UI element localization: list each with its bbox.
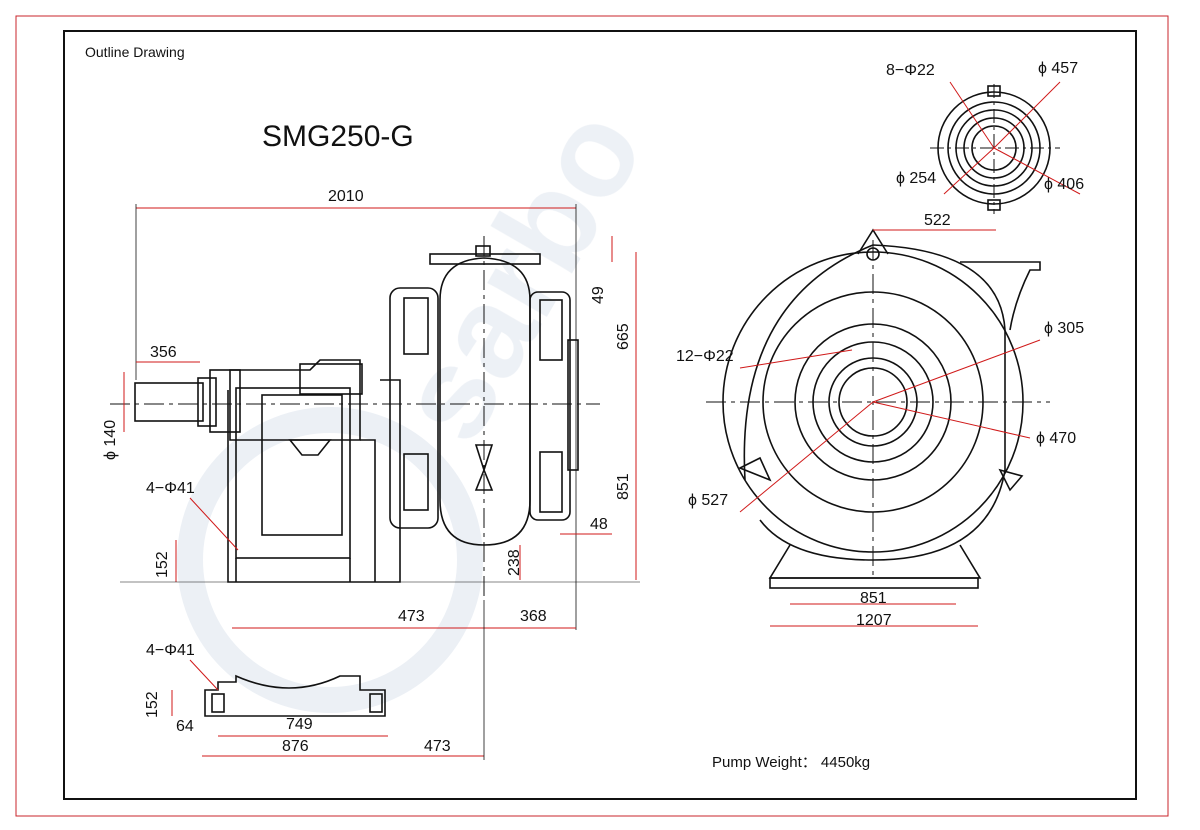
dim-851-vertical: 851 xyxy=(615,473,632,500)
dim-flange-406: ϕ 406 xyxy=(1044,176,1085,193)
dim-238: 238 xyxy=(506,549,523,576)
dim-front-470: ϕ 470 xyxy=(1036,430,1077,447)
dim-48: 48 xyxy=(590,516,608,533)
dim-overall-length: 2010 xyxy=(328,188,364,205)
dim-base-1207: 1207 xyxy=(856,612,892,629)
dim-49: 49 xyxy=(590,286,607,304)
flange-dimensions xyxy=(943,81,1081,195)
dim-front-527: ϕ 527 xyxy=(688,492,729,509)
pump-weight: Pump Weight： 4450kg xyxy=(712,754,871,771)
drawing-caption: Outline Drawing xyxy=(85,44,185,60)
flange-view xyxy=(930,84,1060,214)
dim-665: 665 xyxy=(615,323,632,350)
front-dimensions xyxy=(739,229,1041,627)
dim-flange-holes: 8−Φ22 xyxy=(886,62,935,79)
model-title: SMG250-G xyxy=(262,120,414,153)
outer-frame xyxy=(15,15,1169,817)
dim-foot-749: 749 xyxy=(286,716,313,733)
dim-foot-64: 64 xyxy=(176,718,194,735)
dim-473: 473 xyxy=(398,608,425,625)
dim-front-305: ϕ 305 xyxy=(1044,320,1085,337)
dim-foot-152: 152 xyxy=(144,691,161,718)
side-dimensions xyxy=(120,204,640,630)
dim-side-bolt-holes: 4−Φ41 xyxy=(146,480,195,497)
dim-flange-254: ϕ 254 xyxy=(896,170,937,187)
front-view xyxy=(706,228,1050,589)
dim-368: 368 xyxy=(520,608,547,625)
dim-shaft-extension: 356 xyxy=(150,344,177,361)
watermark: sarbo xyxy=(177,84,671,713)
foot-view xyxy=(204,674,386,717)
dim-front-hole-pattern: 12−Φ22 xyxy=(676,348,734,365)
inner-frame xyxy=(63,30,1137,800)
dim-side-152: 152 xyxy=(154,551,171,578)
dim-flange-457: ϕ 457 xyxy=(1038,60,1079,77)
dim-foot-473: 473 xyxy=(424,738,451,755)
dim-flange-offset: 522 xyxy=(924,212,951,229)
dim-base-851: 851 xyxy=(860,590,887,607)
dim-foot-876: 876 xyxy=(282,738,309,755)
dim-foot-holes: 4−Φ41 xyxy=(146,642,195,659)
foot-dimensions xyxy=(171,600,485,760)
dim-shaft-diameter: ϕ 140 xyxy=(102,419,119,460)
